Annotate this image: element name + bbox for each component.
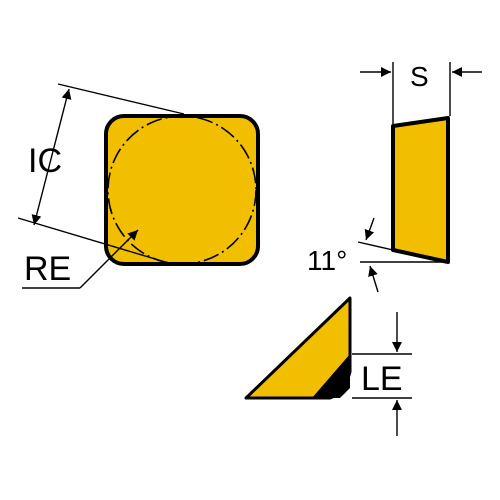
edge-land-chamfer — [312, 354, 350, 398]
angle-label: 11° — [307, 245, 347, 276]
re-dimension: RE — [22, 229, 139, 289]
top-view — [104, 114, 260, 266]
edge-detail-view — [244, 296, 352, 400]
angle-arrow-bottom — [368, 265, 379, 293]
re-leader-arrow — [79, 229, 139, 289]
side-view — [391, 116, 450, 264]
s-label: S — [410, 61, 429, 92]
re-label: RE — [24, 250, 71, 288]
le-label: LE — [361, 360, 403, 398]
le-dimension: LE — [352, 312, 412, 436]
ic-dimension-line — [31, 88, 72, 226]
s-dimension: S — [360, 61, 482, 124]
angle-dimension: 11° — [307, 217, 446, 293]
angle-extension-top — [357, 241, 394, 251]
insert-side-body — [391, 116, 450, 264]
angle-arrow-top — [364, 217, 375, 241]
ic-label: IC — [28, 142, 62, 180]
inscribed-circle — [107, 115, 257, 265]
ic-extension-bottom — [17, 217, 173, 265]
ic-dimension: IC — [17, 83, 185, 265]
ic-extension-top — [57, 83, 185, 115]
